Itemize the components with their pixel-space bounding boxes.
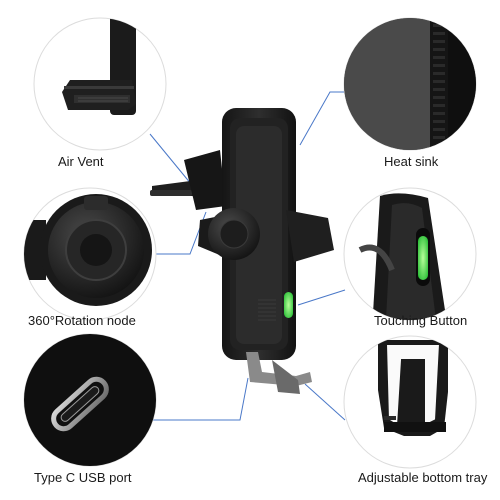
air-vent-label: Air Vent (58, 154, 104, 169)
bottom-tray-label: Adjustable bottom tray (358, 470, 488, 485)
rotation-node-label: 360°Rotation node (28, 313, 136, 328)
car-mount-product (150, 108, 334, 394)
rotation-node-detail-image (23, 187, 157, 321)
usb-port-detail-image (23, 333, 157, 467)
bottom-tray-detail-image (343, 335, 477, 469)
touching-button-detail-image (343, 187, 477, 321)
touching-button-label: Touching Button (374, 313, 468, 328)
air-vent-detail-image (33, 17, 167, 151)
usb-port-label: Type C USB port (34, 470, 132, 485)
heat-sink-detail-image (343, 17, 477, 151)
heat-sink-label: Heat sink (384, 154, 439, 169)
